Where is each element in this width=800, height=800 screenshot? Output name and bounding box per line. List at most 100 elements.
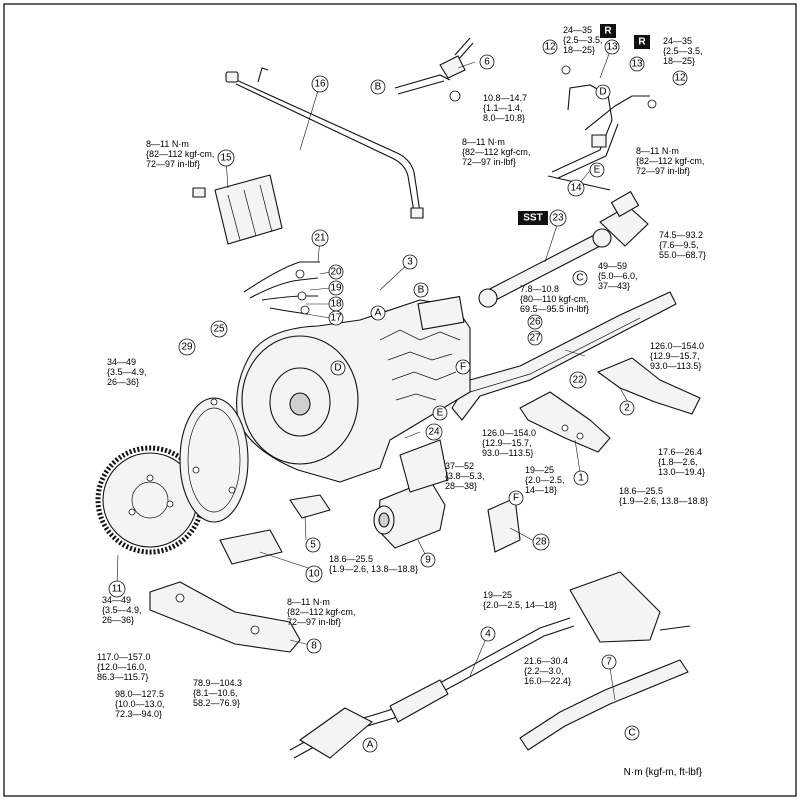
torque-8-11-right: 8—11 N·m{82—112 kgf-cm,72—97 in-lbf} xyxy=(636,146,704,176)
svg-text:27: 27 xyxy=(529,333,541,344)
svg-text:6: 6 xyxy=(484,57,490,68)
svg-text:E: E xyxy=(437,408,444,419)
letter-d-upper[interactable]: D xyxy=(595,84,611,100)
callout-13a[interactable]: 13 xyxy=(604,39,620,55)
svg-text:16: 16 xyxy=(314,79,326,90)
callout-29[interactable]: 29 xyxy=(178,338,196,356)
connection-letters: A A B B C C D D E E F F xyxy=(330,79,640,753)
callout-2[interactable]: 2 xyxy=(619,400,635,416)
torque-24-35-right: 24—35{2.5—3.5,18—25} xyxy=(663,36,703,66)
callout-11[interactable]: 11 xyxy=(108,580,126,598)
propeller-shaft-23 xyxy=(478,191,649,308)
callout-17[interactable]: 17 xyxy=(328,310,344,326)
svg-text:28: 28 xyxy=(535,537,547,548)
svg-text:23: 23 xyxy=(552,213,564,224)
letter-e-mid[interactable]: E xyxy=(432,405,448,421)
diagram-frame xyxy=(3,3,797,797)
callout-9[interactable]: 9 xyxy=(420,552,436,568)
torque-18-6-mid: 18.6—25.5{1.9—2.6, 13.8—18.8} xyxy=(329,554,418,574)
letter-f-lower[interactable]: F xyxy=(508,490,524,506)
svg-text:C: C xyxy=(576,273,583,284)
heat-shield-15 xyxy=(192,174,283,245)
svg-text:24: 24 xyxy=(428,427,440,438)
callout-20[interactable]: 20 xyxy=(328,264,344,280)
svg-text:9: 9 xyxy=(425,555,431,566)
harness-17-21 xyxy=(243,261,320,315)
svg-text:1: 1 xyxy=(578,473,584,484)
units-label: N·m {kgf-m, ft-lbf} xyxy=(624,767,703,778)
svg-text:SST: SST xyxy=(523,213,542,224)
callout-21[interactable]: 21 xyxy=(311,229,329,247)
callout-13b[interactable]: 13 xyxy=(629,56,645,72)
svg-text:A: A xyxy=(367,740,374,751)
shift-knob-6 xyxy=(394,37,474,102)
torque-74-5: 74.5—93.2{7.6—9.5,55.0—68.7} xyxy=(659,230,706,260)
svg-text:18: 18 xyxy=(330,299,342,310)
callout-16[interactable]: 16 xyxy=(311,75,329,93)
callout-12a[interactable]: 12 xyxy=(542,39,558,55)
svg-text:D: D xyxy=(599,87,606,98)
letter-a-upper[interactable]: A xyxy=(370,305,386,321)
svg-text:B: B xyxy=(375,82,382,93)
callout-27[interactable]: 27 xyxy=(527,330,543,346)
letter-b-upper[interactable]: B xyxy=(370,79,386,95)
torque-8-11-upper: 8—11 N·m{82—112 kgf-cm,72—97 in-lbf} xyxy=(462,137,530,167)
r-badge-left: R xyxy=(600,24,616,38)
callout-10[interactable]: 10 xyxy=(305,565,323,583)
callout-12b[interactable]: 12 xyxy=(672,70,688,86)
callout-25[interactable]: 25 xyxy=(210,320,228,338)
callout-8[interactable]: 8 xyxy=(306,638,322,654)
svg-text:22: 22 xyxy=(572,375,584,386)
starter-9 xyxy=(373,439,449,549)
callout-18[interactable]: 18 xyxy=(328,296,344,312)
letter-d-mid[interactable]: D xyxy=(330,360,346,376)
svg-text:15: 15 xyxy=(220,153,232,164)
callout-26[interactable]: 26 xyxy=(527,314,543,330)
callout-3[interactable]: 3 xyxy=(402,254,418,270)
mount-bracket-1 xyxy=(519,391,611,453)
crossmember-8 xyxy=(149,581,301,653)
callout-22[interactable]: 22 xyxy=(569,371,587,389)
svg-text:10: 10 xyxy=(308,569,320,580)
svg-text:3: 3 xyxy=(407,257,413,268)
shift-rod-16 xyxy=(225,67,424,219)
callout-6[interactable]: 6 xyxy=(479,54,495,70)
torque-49-59: 49—59{5.0—6.0,37—43} xyxy=(598,261,638,291)
svg-text:21: 21 xyxy=(314,233,326,244)
svg-text:C: C xyxy=(628,728,635,739)
callout-7[interactable]: 7 xyxy=(601,654,617,670)
exhaust-4 xyxy=(289,571,691,759)
sst-badge: SST xyxy=(518,211,548,225)
torque-7-8: 7.8—10.8{80—110 kgf-cm,69.5—95.5 in-lbf} xyxy=(520,284,589,314)
callout-28[interactable]: 28 xyxy=(532,533,550,551)
callout-24[interactable]: 24 xyxy=(425,423,443,441)
torque-126-right: 126.0—154.0{12.9—15.7,93.0—113.5} xyxy=(650,341,704,371)
r-badge-right: R xyxy=(634,35,650,49)
letter-b-mid[interactable]: B xyxy=(413,282,429,298)
letter-e-upper[interactable]: E xyxy=(589,162,605,178)
svg-text:7: 7 xyxy=(606,657,612,668)
adaptor-plate xyxy=(179,397,249,523)
cover-plate-10 xyxy=(219,529,283,565)
frame-rail-22 xyxy=(451,291,677,421)
letter-c-upper[interactable]: C xyxy=(572,270,588,286)
callout-23[interactable]: 23 xyxy=(549,209,567,227)
callout-14[interactable]: 14 xyxy=(567,179,585,197)
svg-text:12: 12 xyxy=(544,42,556,53)
torque-34-49-lower: 34—49{3.5—4.9,26—36} xyxy=(102,595,142,625)
part-callouts: 1 2 3 4 5 6 7 8 9 10 11 12 12 13 13 14 1… xyxy=(108,39,688,670)
svg-text:R: R xyxy=(638,37,646,48)
torque-37-52: 37—52{3.8—5.3,28—38} xyxy=(445,461,485,491)
callout-4[interactable]: 4 xyxy=(480,626,496,642)
letter-c-lower[interactable]: C xyxy=(624,725,640,741)
letter-a-lower[interactable]: A xyxy=(362,737,378,753)
letter-f-mid[interactable]: F xyxy=(455,359,471,375)
callout-1[interactable]: 1 xyxy=(573,470,589,486)
callout-19[interactable]: 19 xyxy=(328,280,344,296)
torque-117: 117.0—157.0{12.0—16.0,86.3—115.7} xyxy=(97,652,150,682)
callout-15[interactable]: 15 xyxy=(217,149,235,167)
callout-5[interactable]: 5 xyxy=(305,537,321,553)
svg-text:12: 12 xyxy=(674,73,686,84)
svg-text:D: D xyxy=(334,363,341,374)
